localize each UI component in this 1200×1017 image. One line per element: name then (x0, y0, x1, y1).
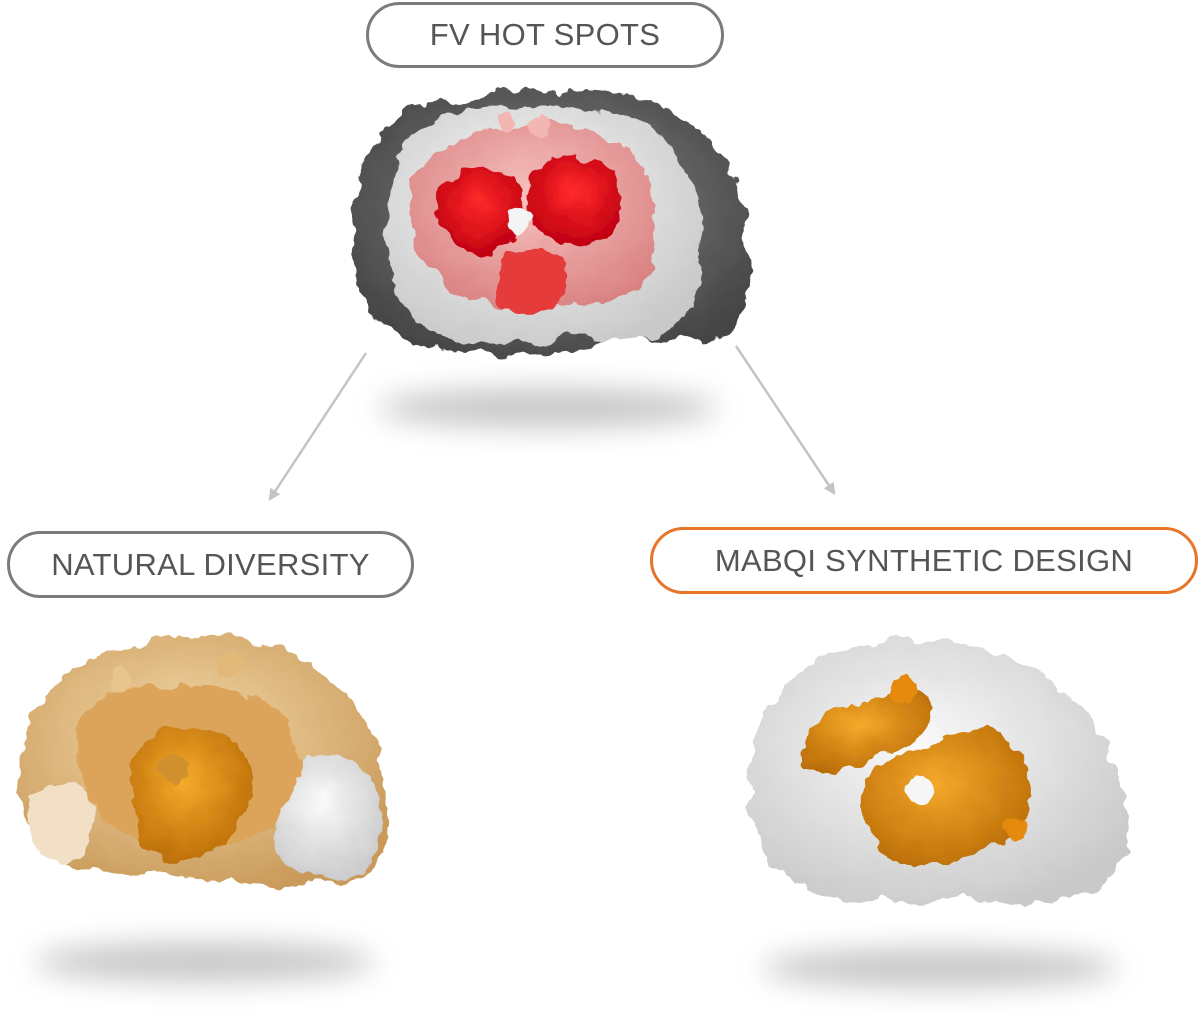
hotspot-left (436, 169, 524, 254)
right-protein-shadow (762, 948, 1118, 988)
arrow-to-natural-diversity (268, 352, 368, 502)
natural-diversity-protein-surface (18, 636, 390, 886)
left-protein-shadow (35, 942, 375, 982)
mabqi-design-protein-surface (749, 639, 1129, 906)
diversity-core (130, 727, 252, 863)
hotspot-bottom (495, 249, 571, 317)
natural-diversity-label: NATURAL DIVERSITY (7, 531, 414, 598)
top-protein-surface (352, 88, 751, 356)
fv-hot-spots-text: FV HOT SPOTS (429, 17, 661, 52)
design-hotspot-upper (800, 689, 931, 773)
mabqi-synthetic-design-label: MABQI SYNTHETIC DESIGN (650, 527, 1198, 594)
hotspot-right (526, 155, 622, 246)
natural-diversity-text: NATURAL DIVERSITY (51, 546, 370, 582)
top-protein-shadow (378, 388, 718, 428)
fv-hot-spots-label: FV HOT SPOTS (366, 2, 724, 68)
arrow-to-mabqi-design (734, 345, 836, 495)
mabqi-synthetic-design-text: MABQI SYNTHETIC DESIGN (714, 542, 1134, 578)
design-hotspot-lower (860, 728, 1030, 866)
